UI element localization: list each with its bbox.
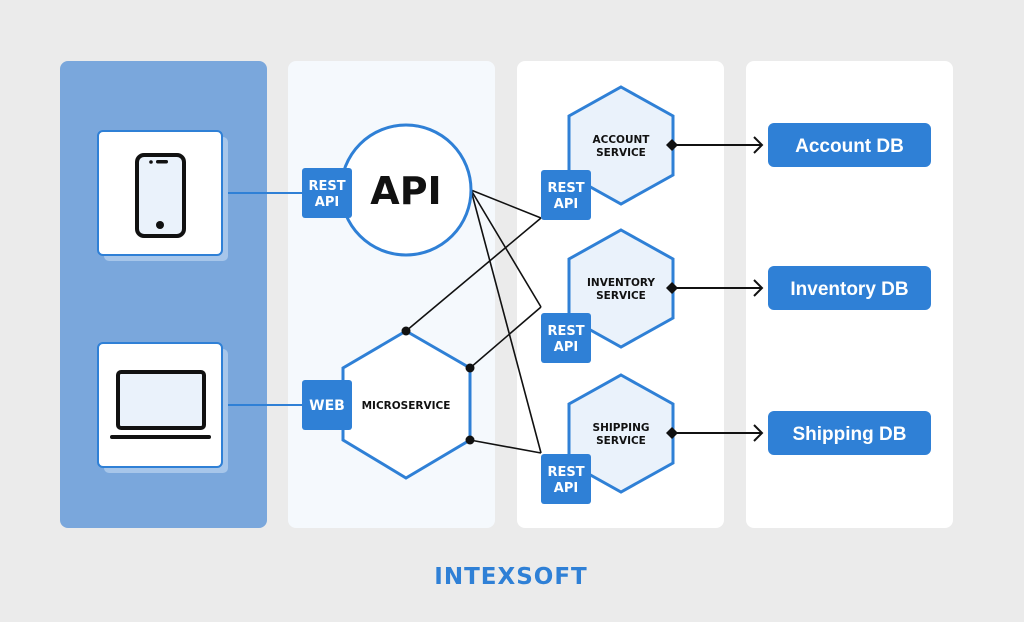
arrowhead-icon xyxy=(753,424,764,442)
inventory-service-hexagon xyxy=(567,228,675,349)
inventory-rest-api-badge-line2: API xyxy=(554,340,578,355)
web-badge xyxy=(302,380,352,430)
arrowhead-icon xyxy=(753,279,764,297)
shipping-rest-api-badge-line2: API xyxy=(554,481,578,496)
shipping-db-label: Shipping DB xyxy=(793,424,907,445)
shipping-service-hexagon xyxy=(567,373,675,494)
inventory-rest-api-badge-line1: REST xyxy=(547,324,584,339)
account-rest-api-badge-line2: API xyxy=(554,197,578,212)
account-db-box xyxy=(768,123,931,167)
inventory-service-label-line2: SERVICE xyxy=(596,290,646,302)
shipping-db-box xyxy=(768,411,931,455)
account-service-label-line1: ACCOUNT xyxy=(593,134,651,146)
diamond-connector-icon xyxy=(666,139,678,151)
shipping-service-label-line2: SERVICE xyxy=(596,435,646,447)
connection-dots xyxy=(401,326,475,445)
rest-api-badge-line2: API xyxy=(315,195,339,210)
shipping-service-label-line1: SHIPPING xyxy=(593,422,650,434)
rest-api-badge xyxy=(302,168,352,218)
diamond-connector-icon xyxy=(666,282,678,294)
account-service-label-line2: SERVICE xyxy=(596,147,646,159)
connection-lines xyxy=(405,189,542,454)
inventory-rest-api-badge xyxy=(541,313,591,363)
intexsoft-logo: INTEXSOFT xyxy=(434,564,587,590)
arrowhead-icon xyxy=(753,136,764,154)
account-db-label: Account DB xyxy=(795,136,904,157)
smartphone-icon xyxy=(135,153,186,238)
inventory-service-label-line1: INVENTORY xyxy=(587,277,655,289)
diamond-connector-icon xyxy=(666,427,678,439)
account-service-hexagon xyxy=(567,85,675,206)
shipping-rest-api-badge xyxy=(541,454,591,504)
web-client-card xyxy=(97,342,228,473)
rest-api-badge-line1: REST xyxy=(308,179,345,194)
laptop-icon xyxy=(110,370,211,439)
shipping-rest-api-badge-line1: REST xyxy=(547,465,584,480)
account-rest-api-badge-line1: REST xyxy=(547,181,584,196)
microservice-label: MICROSERVICE xyxy=(362,400,451,412)
mobile-client-card xyxy=(97,130,228,261)
inventory-db-label: Inventory DB xyxy=(790,279,908,300)
inventory-db-box xyxy=(768,266,931,310)
account-rest-api-badge xyxy=(541,170,591,220)
web-badge-label: WEB xyxy=(309,398,345,414)
api-label: API xyxy=(370,169,441,213)
